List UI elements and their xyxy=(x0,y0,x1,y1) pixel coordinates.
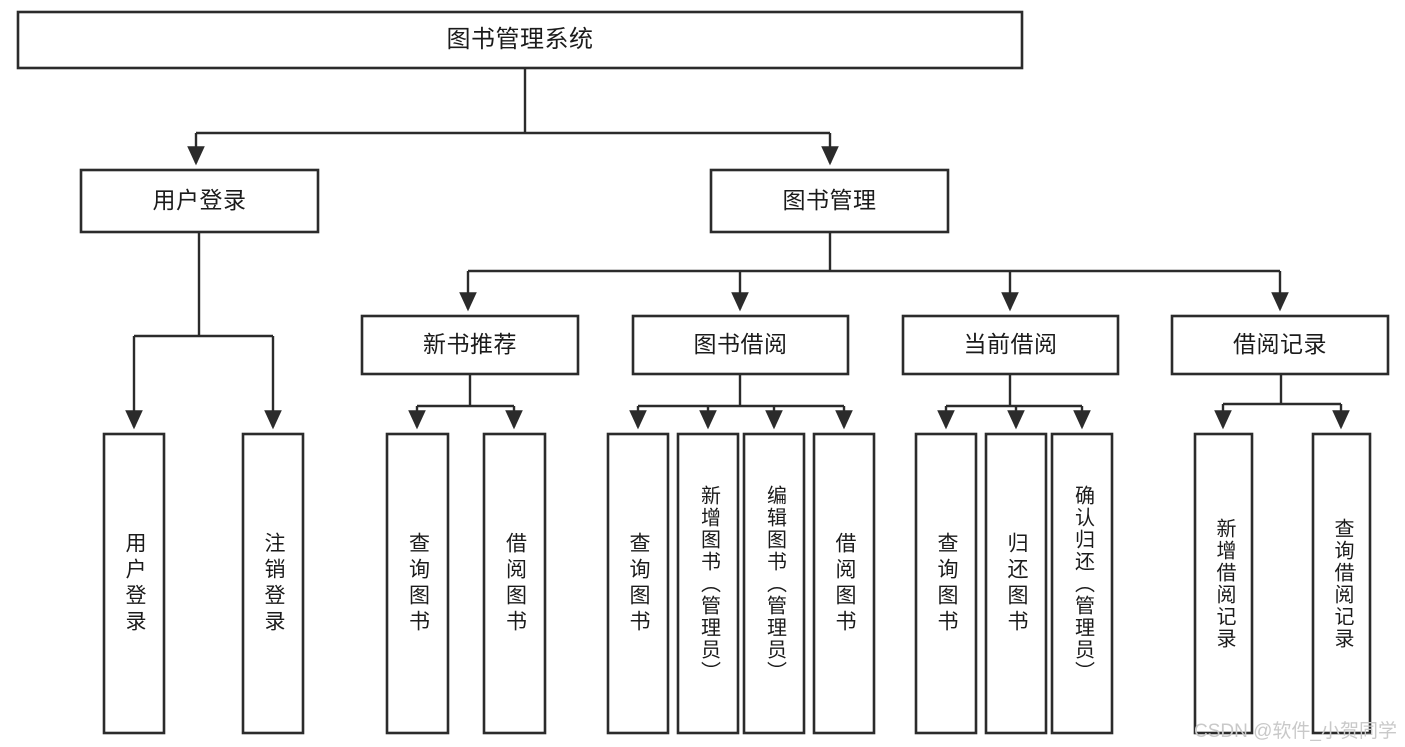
leaf-box-borrow-record-1[interactable] xyxy=(1193,432,1254,735)
leaf-box-current-borrow-3[interactable] xyxy=(1050,432,1114,735)
node-box-current-borrow[interactable] xyxy=(901,314,1120,376)
leaf-label-book-borrow-2: 新增图书（管理员） xyxy=(697,484,720,683)
leaf-label-current-borrow-2: 归还图书 xyxy=(1005,531,1029,636)
leaf-box-new-book-2[interactable] xyxy=(482,432,547,735)
node-label-new-book: 新书推荐 xyxy=(423,331,517,358)
leaf-box-book-borrow-4[interactable] xyxy=(812,432,876,735)
leaf-label-user-login-1: 用户登录 xyxy=(123,531,147,636)
leaf-label-new-book-1: 查询图书 xyxy=(406,531,430,636)
watermark-text: CSDN @软件_小贺同学 xyxy=(1194,721,1397,742)
leaf-box-user-login-2[interactable] xyxy=(241,432,305,735)
leaf-box-book-borrow-3[interactable] xyxy=(742,432,806,735)
node-label-current-borrow: 当前借阅 xyxy=(963,331,1058,358)
leaf-label-borrow-record-1: 新增借阅记录 xyxy=(1213,517,1235,650)
leaf-label-current-borrow-3: 确认归还（管理员） xyxy=(1071,484,1094,683)
leaf-box-book-borrow-2[interactable] xyxy=(676,432,740,735)
leaf-label-book-borrow-1: 查询图书 xyxy=(627,531,651,636)
node-label-book-manage: 图书管理 xyxy=(782,187,877,214)
leaf-box-current-borrow-1[interactable] xyxy=(914,432,978,735)
node-label-user-login: 用户登录 xyxy=(152,187,247,214)
leaf-label-book-borrow-3: 编辑图书（管理员） xyxy=(763,484,786,683)
leaf-label-borrow-record-2: 查询借阅记录 xyxy=(1331,517,1353,650)
leaf-label-new-book-2: 借阅图书 xyxy=(503,531,527,636)
node-box-new-book[interactable] xyxy=(360,314,580,376)
leaf-label-user-login-2: 注销登录 xyxy=(262,531,286,636)
leaf-label-current-borrow-1: 查询图书 xyxy=(935,531,959,636)
node-label-borrow-record: 借阅记录 xyxy=(1233,331,1327,358)
leaf-box-borrow-record-2[interactable] xyxy=(1311,432,1372,735)
node-box-user-login[interactable] xyxy=(79,168,320,234)
leaf-box-user-login-1[interactable] xyxy=(102,432,166,735)
node-label-book-borrow: 图书借阅 xyxy=(693,331,788,358)
node-label-root: 图书管理系统 xyxy=(446,25,594,53)
leaf-box-new-book-1[interactable] xyxy=(385,432,450,735)
node-box-root[interactable] xyxy=(16,10,1024,70)
leaf-box-book-borrow-1[interactable] xyxy=(606,432,670,735)
leaf-box-current-borrow-2[interactable] xyxy=(984,432,1048,735)
leaf-label-book-borrow-4: 借阅图书 xyxy=(833,531,857,636)
